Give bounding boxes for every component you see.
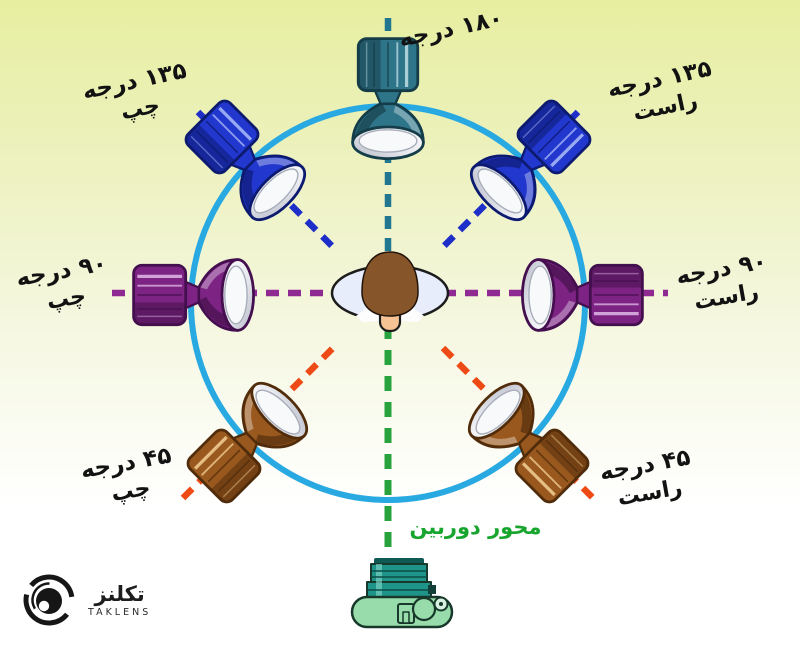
label-text: محور دوربین [409,515,542,539]
taklens-lens-icon [23,574,75,626]
camera-dial [411,596,437,622]
subject-top-view [330,251,450,333]
camera-shutter-dot [439,602,443,606]
light-45-right-icon [459,373,597,511]
label-camera-axis: محور دوربین [398,514,553,540]
light-45-left-icon [179,373,317,511]
light-180-icon [351,37,425,160]
dash-line-45-left [180,345,336,501]
camera-lens-highlight [376,564,382,598]
subject-hair [361,251,419,317]
camera-icon [350,558,454,629]
taklens-logo: تکلنز TAKLENS [20,571,151,629]
camera-lever [428,585,436,594]
logo-latin-text: TAKLENS [88,606,152,618]
camera-viewfinder-inner [402,611,410,624]
logo-persian-text: تکلنز [94,581,145,606]
